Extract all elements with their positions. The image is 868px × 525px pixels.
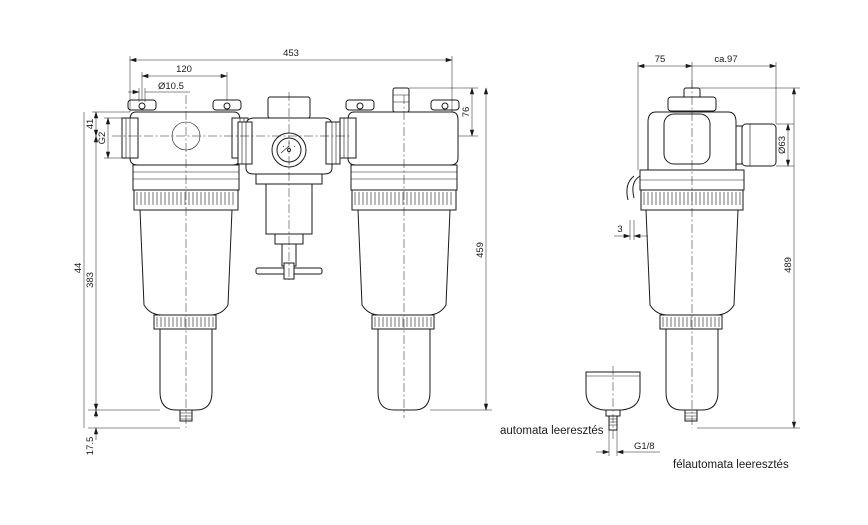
dim-port-thread: G2 [97,117,122,159]
dim-gauge-projection-label: ca.97 [714,54,737,65]
dim-gauge-diameter-label: Ø63 [777,136,788,154]
left-filter-unit [121,99,249,422]
dim-height-small-label: 44 [73,263,84,274]
right-filter-unit [339,87,460,411]
dim-height-total: 459 [430,87,492,411]
dim-top-to-axis-label: 76 [461,107,472,118]
dim-height-filter: 383 [85,135,160,411]
dim-port-spacing: 120 [141,64,228,100]
dim-top-to-port: 41 [85,111,130,137]
drain-detail: G1/8 [585,366,660,456]
dim-body-depth-label: 75 [655,54,666,65]
dim-drain-gap: 3 [614,220,648,240]
dim-overall-width: 453 [129,48,453,112]
side-view: 75 ca.97 Ø63 3 489 [614,54,800,429]
dim-top-to-port-label: 41 [85,119,96,130]
caption-semi-automatic-drain: félautomata leeresztés [673,459,789,471]
dim-gauge-diameter: Ø63 [776,123,794,167]
dim-drain-gap-label: 3 [617,224,622,235]
dim-port-spacing-label: 120 [176,64,192,75]
dim-drain-thread-label: G1/8 [634,441,655,452]
dim-height-filter-label: 383 [85,272,96,288]
dim-mount-hole: Ø10.5 [128,81,190,102]
dim-body-depth: 75 [637,54,693,170]
dim-drain-offset-label: 17.5 [85,437,96,456]
dim-drain-thread: G1/8 [596,430,660,456]
dim-side-height-total-label: 489 [783,257,794,273]
dim-overall-width-label: 453 [283,48,299,59]
caption-automatic-drain: automata leeresztés [500,425,604,437]
front-view: 453 120 Ø10.5 41 G2 [73,48,492,455]
dim-port-thread-label: G2 [97,132,108,145]
dim-top-to-axis: 76 [409,87,478,137]
dim-height-total-label: 459 [475,242,486,258]
dim-drain-offset: 17.5 [85,409,180,456]
dim-side-height-total: 489 [697,87,800,429]
dim-gauge-projection: ca.97 [692,54,777,124]
dim-height-small: 44 [73,112,85,428]
dim-mount-hole-label: Ø10.5 [158,81,184,92]
